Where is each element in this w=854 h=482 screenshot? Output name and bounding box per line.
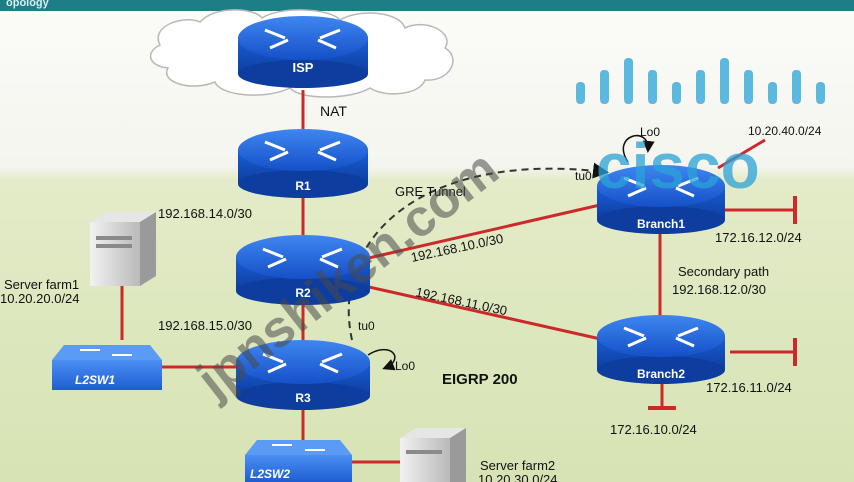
net-r1-r2-label: 192.168.14.0/30 xyxy=(158,206,252,221)
router-branch1[interactable]: Branch1 xyxy=(597,165,725,234)
link-r2-branch1 xyxy=(359,203,601,262)
server-farm2-label: Server farm2 xyxy=(480,458,555,473)
lo0-arrow-r3 xyxy=(367,348,396,371)
router-branch2[interactable]: Branch2 xyxy=(597,315,725,384)
secondary-path-label: Secondary path xyxy=(678,264,769,279)
router-arrows-icon xyxy=(262,352,343,374)
lo0-branch1-label: Lo0 xyxy=(640,125,660,139)
switch-l2sw1-label: L2SW1 xyxy=(75,373,115,387)
router-isp-label: ISP xyxy=(293,60,314,75)
router-r1-label: R1 xyxy=(295,179,311,193)
router-r2-label: R2 xyxy=(295,286,311,300)
branch2-lan-right-label: 172.16.11.0/24 xyxy=(706,380,792,395)
tu0-branch1-label: tu0 xyxy=(575,169,592,183)
router-arrows-icon xyxy=(262,247,343,269)
router-branch1-label: Branch1 xyxy=(637,217,685,231)
router-arrows-icon xyxy=(264,28,341,50)
title-bar: opology xyxy=(0,0,854,11)
server-farm2-icon xyxy=(400,428,466,482)
branch1-lan-top-label: 10.20.40.0/24 xyxy=(748,124,822,138)
router-arrows-icon xyxy=(623,176,699,198)
router-r2[interactable]: R2 xyxy=(236,235,370,305)
switch-arrows-icon xyxy=(272,444,325,451)
cisco-logo-watermark: cisco xyxy=(576,58,825,202)
server-farm1-net-label: 10.20.20.0/24 xyxy=(0,291,80,306)
switch-arrows-icon xyxy=(80,349,132,356)
lo0-r3-label: Lo0 xyxy=(395,359,415,373)
lo0-arrow-branch1 xyxy=(622,134,655,163)
tu0-r3-label: tu0 xyxy=(358,319,375,333)
link-r2-branch2 xyxy=(359,283,606,342)
gre-tunnel-label: GRE Tunnel xyxy=(395,184,466,199)
server-farm1-icon xyxy=(90,212,156,286)
branch2-lan-bottom-label: 172.16.10.0/24 xyxy=(610,422,697,437)
router-r3[interactable]: R3 xyxy=(236,340,370,410)
branch1-lan-right-label: 172.16.12.0/24 xyxy=(715,230,802,245)
switch-l2sw1[interactable]: L2SW1 xyxy=(52,345,162,390)
cisco-logo-text: cisco xyxy=(596,130,760,202)
switch-l2sw2[interactable]: L2SW2 xyxy=(245,440,352,482)
eigrp-label: EIGRP 200 xyxy=(442,371,518,388)
router-arrows-icon xyxy=(623,326,699,348)
router-arrows-icon xyxy=(264,140,341,162)
server-farm2-net-label: 10.20.30.0/24 xyxy=(478,472,558,482)
switch-l2sw2-label: L2SW2 xyxy=(250,467,290,481)
router-r1[interactable]: R1 xyxy=(238,129,368,198)
router-isp[interactable]: ISP xyxy=(238,16,368,88)
server-farm1-label: Server farm1 xyxy=(4,277,79,292)
nat-label: NAT xyxy=(320,103,347,119)
diagram-title: opology xyxy=(6,0,49,9)
router-branch2-label: Branch2 xyxy=(637,367,685,381)
net-b1-b2-label: 192.168.12.0/30 xyxy=(672,282,766,297)
links xyxy=(120,90,797,464)
router-r3-label: R3 xyxy=(295,391,311,405)
link-branch1-lan-top xyxy=(717,138,766,170)
net-r2-r3-label: 192.168.15.0/30 xyxy=(158,318,252,333)
